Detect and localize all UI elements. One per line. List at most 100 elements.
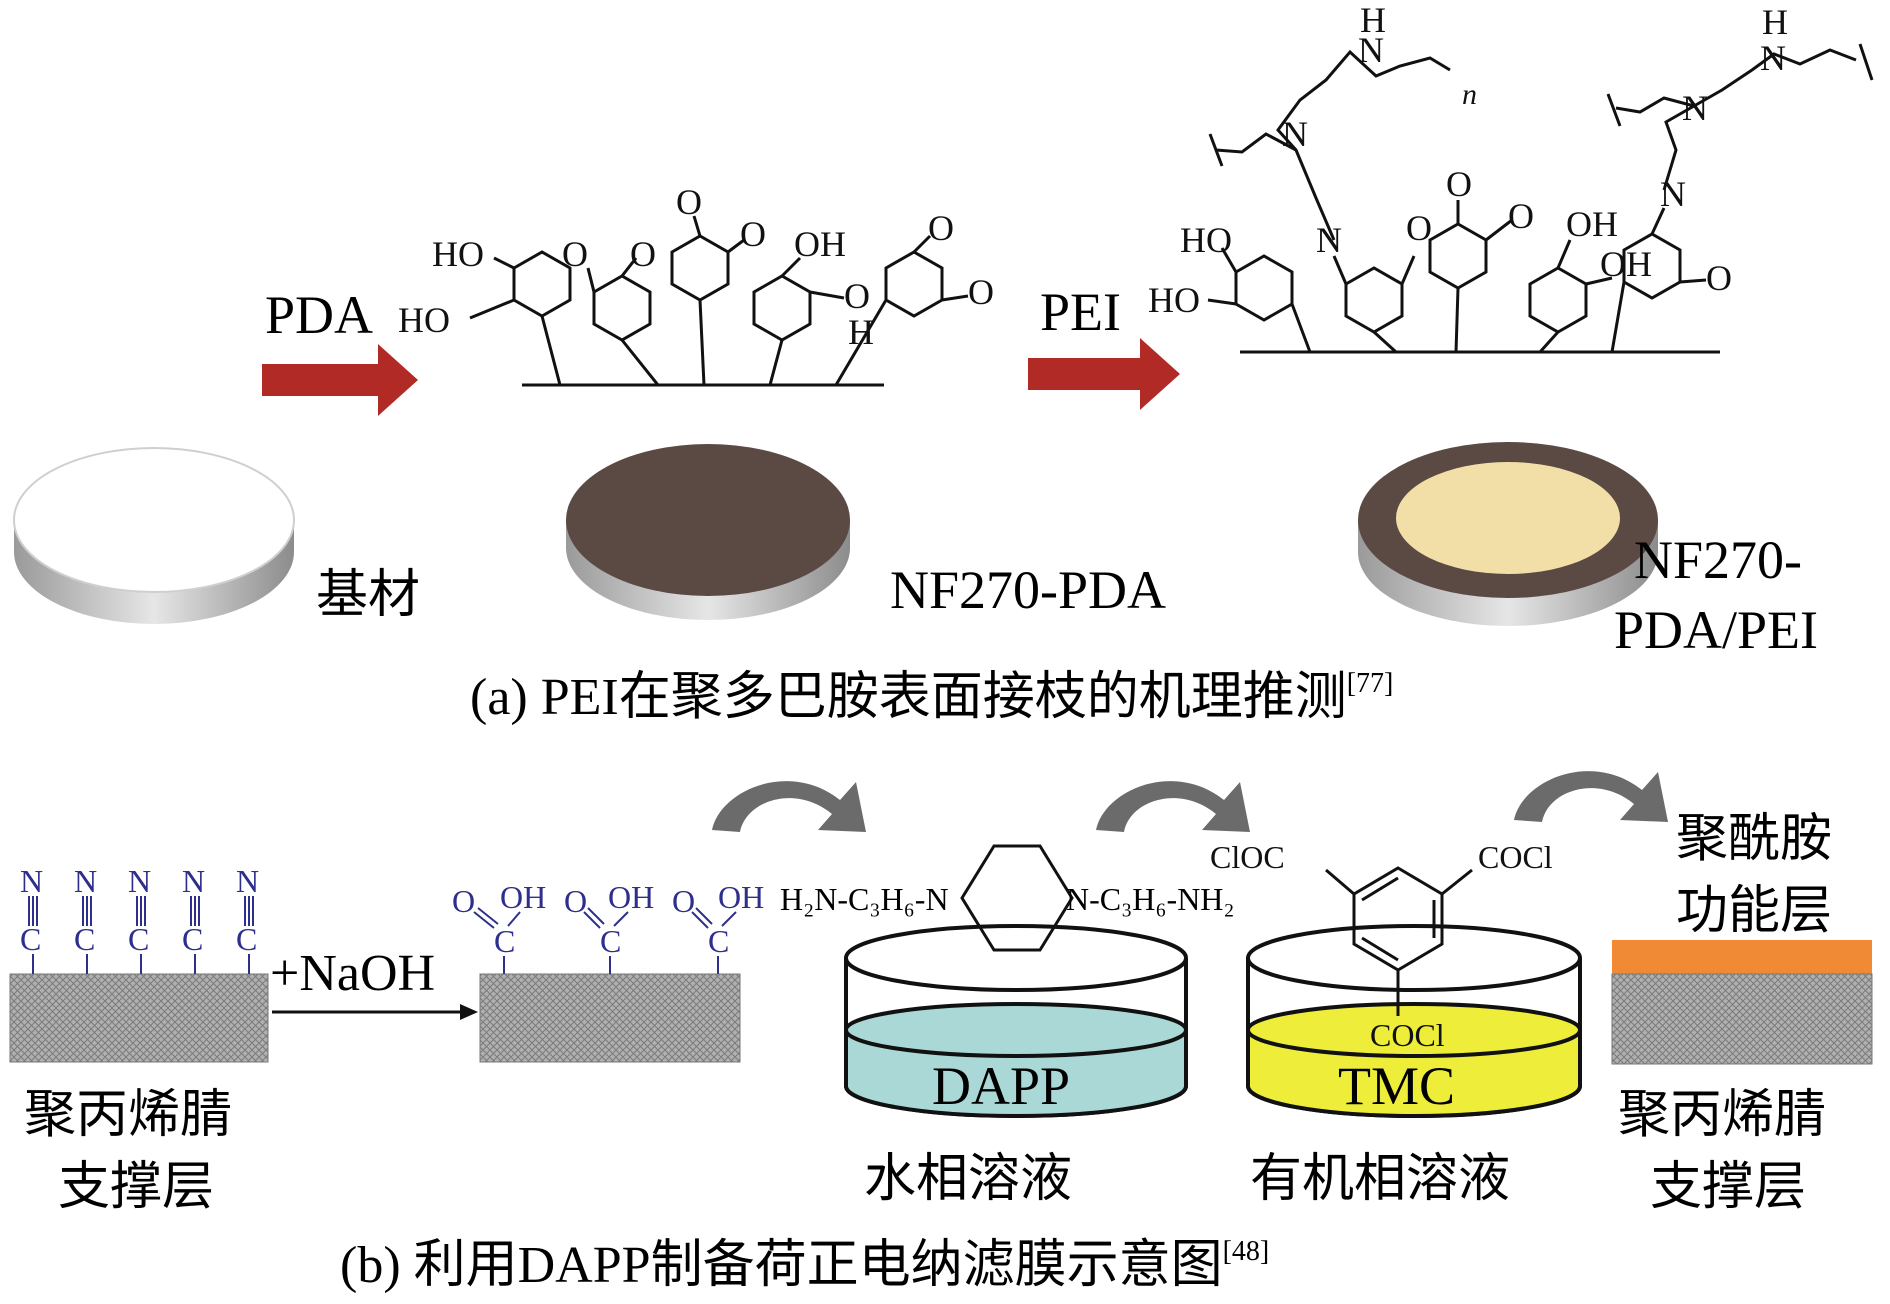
svg-text:COCl: COCl — [1370, 1017, 1445, 1053]
svg-text:O: O — [564, 883, 587, 919]
curved-arrows — [712, 771, 1668, 832]
svg-text:N: N — [1660, 174, 1686, 214]
quinone-ring — [670, 234, 730, 302]
left-support-label-2: 支撑层 — [58, 1159, 214, 1216]
red-arrow-icon — [1028, 338, 1180, 410]
disc-substrate: 基材 — [13, 447, 420, 624]
quinone-ring — [592, 274, 652, 342]
svg-text:HO: HO — [398, 300, 450, 340]
svg-text:OH: OH — [1600, 244, 1652, 284]
svg-text:ClOC: ClOC — [1210, 839, 1285, 875]
tmc-groups: ClOC COCl COCl — [1210, 839, 1553, 1053]
svg-text:H: H — [1762, 2, 1788, 42]
curved-arrow-icon — [1514, 771, 1668, 822]
nitrile-groups: NC NC NC NC NC — [20, 863, 259, 957]
svg-text:OH: OH — [794, 224, 846, 264]
svg-text:O: O — [968, 272, 994, 312]
pan-support-right: 聚丙烯腈 支撑层 — [1611, 940, 1873, 1216]
pei-atom-labels: HO HO N O N N H n O O OH OH N O N N H — [1148, 0, 1788, 320]
svg-text:O: O — [672, 883, 695, 919]
arrow-pda: PDA — [262, 285, 418, 416]
naoh-label: +NaOH — [270, 945, 435, 1002]
benzene-ring — [1528, 266, 1588, 334]
dish-tmc: TMC 有机相溶液 — [1246, 924, 1582, 1208]
svg-text:OH: OH — [718, 879, 764, 915]
pda-structure — [469, 215, 969, 387]
disc-nf270-pda: NF270-PDA — [566, 444, 1166, 620]
panel-b: NC NC NC NC NC 聚丙烯腈 支撑层 +NaOH — [9, 771, 1873, 1294]
svg-text:N: N — [128, 863, 151, 899]
svg-text:C: C — [20, 921, 41, 957]
svg-text:HO: HO — [1180, 220, 1232, 260]
svg-text:N: N — [1682, 88, 1708, 128]
svg-text:C: C — [708, 923, 729, 959]
svg-text:C: C — [600, 923, 621, 959]
polyamide-label-2: 功能层 — [1676, 883, 1832, 940]
svg-text:C: C — [74, 921, 95, 957]
svg-text:C: C — [182, 921, 203, 957]
svg-text:HO: HO — [1148, 280, 1200, 320]
tmc-molecule — [1325, 866, 1473, 1016]
red-arrow-icon — [262, 344, 418, 416]
svg-text:H: H — [848, 312, 874, 352]
svg-text:O: O — [1508, 196, 1534, 236]
curved-arrow-icon — [712, 781, 866, 832]
polyamide-label-1: 聚酰胺 — [1676, 811, 1832, 868]
right-support-label-2: 支撑层 — [1650, 1159, 1806, 1216]
svg-text:O: O — [1446, 164, 1472, 204]
disc-nf270-pda-label: NF270-PDA — [890, 560, 1166, 620]
svg-text:H: H — [1360, 0, 1386, 40]
svg-text:N: N — [1760, 38, 1786, 78]
pei-structure — [1207, 43, 1874, 354]
dish-tmc-caption: 有机相溶液 — [1250, 1151, 1510, 1208]
svg-text:n: n — [1462, 78, 1477, 111]
benzene-ring — [1234, 254, 1294, 322]
dish-dapp-caption: 水相溶液 — [864, 1151, 1072, 1208]
svg-text:O: O — [928, 208, 954, 248]
svg-text:HO: HO — [432, 234, 484, 274]
quinone-ring — [1428, 222, 1488, 290]
dish-dapp-label: DAPP — [932, 1056, 1070, 1116]
quinone-ring — [884, 250, 944, 318]
svg-text:N: N — [1316, 220, 1342, 260]
svg-text:O: O — [1706, 258, 1732, 298]
polyamide-layer — [1612, 940, 1872, 974]
arrow-pda-label: PDA — [265, 285, 373, 345]
svg-text:O: O — [562, 234, 588, 274]
curved-arrow-icon — [1096, 781, 1250, 832]
svg-text:O: O — [844, 276, 870, 316]
svg-text:N: N — [1358, 30, 1384, 70]
disc-nf270-pda-pei-label-1: NF270- — [1634, 530, 1802, 590]
dapp-right-group: N-C₃H₆-NH₂ — [1066, 881, 1235, 917]
dapp-left-group: H₂N-C₃H₆-N — [780, 881, 949, 917]
triple-bonds — [28, 896, 254, 974]
svg-text:O: O — [676, 182, 702, 222]
svg-text:OH: OH — [1566, 204, 1618, 244]
svg-text:N: N — [1282, 114, 1308, 154]
dish-tmc-label: TMC — [1338, 1056, 1455, 1116]
svg-text:OH: OH — [500, 879, 546, 915]
pan-support-left: NC NC NC NC NC 聚丙烯腈 支撑层 — [9, 863, 269, 1216]
svg-text:O: O — [740, 214, 766, 254]
caption-b: (b) 利用DAPP制备荷正电纳滤膜示意图[48] — [340, 1236, 1269, 1294]
svg-text:O: O — [630, 234, 656, 274]
panel-a: PDA PEI 基材 NF270-PDA NF270- PDA/PEI — [13, 0, 1874, 726]
arrow-pei: PEI — [1028, 282, 1180, 410]
caption-a: (a) PEI在聚多巴胺表面接枝的机理推测[77] — [470, 668, 1393, 726]
benzene-ring — [752, 274, 812, 342]
svg-text:N: N — [236, 863, 259, 899]
svg-text:N: N — [20, 863, 43, 899]
left-support-label-1: 聚丙烯腈 — [24, 1087, 232, 1144]
svg-text:O: O — [452, 883, 475, 919]
svg-text:OH: OH — [608, 879, 654, 915]
naoh-arrow: +NaOH — [270, 945, 478, 1020]
svg-text:C: C — [494, 923, 515, 959]
pda-atom-labels: HO HO O O O O OH O H O O — [398, 182, 994, 352]
dapp-molecule: H₂N-C₃H₆-N N-C₃H₆-NH₂ — [780, 844, 1235, 952]
svg-text:COCl: COCl — [1478, 839, 1553, 875]
svg-text:C: C — [236, 921, 257, 957]
svg-text:N: N — [182, 863, 205, 899]
svg-text:N: N — [74, 863, 97, 899]
right-support-label-1: 聚丙烯腈 — [1618, 1087, 1826, 1144]
